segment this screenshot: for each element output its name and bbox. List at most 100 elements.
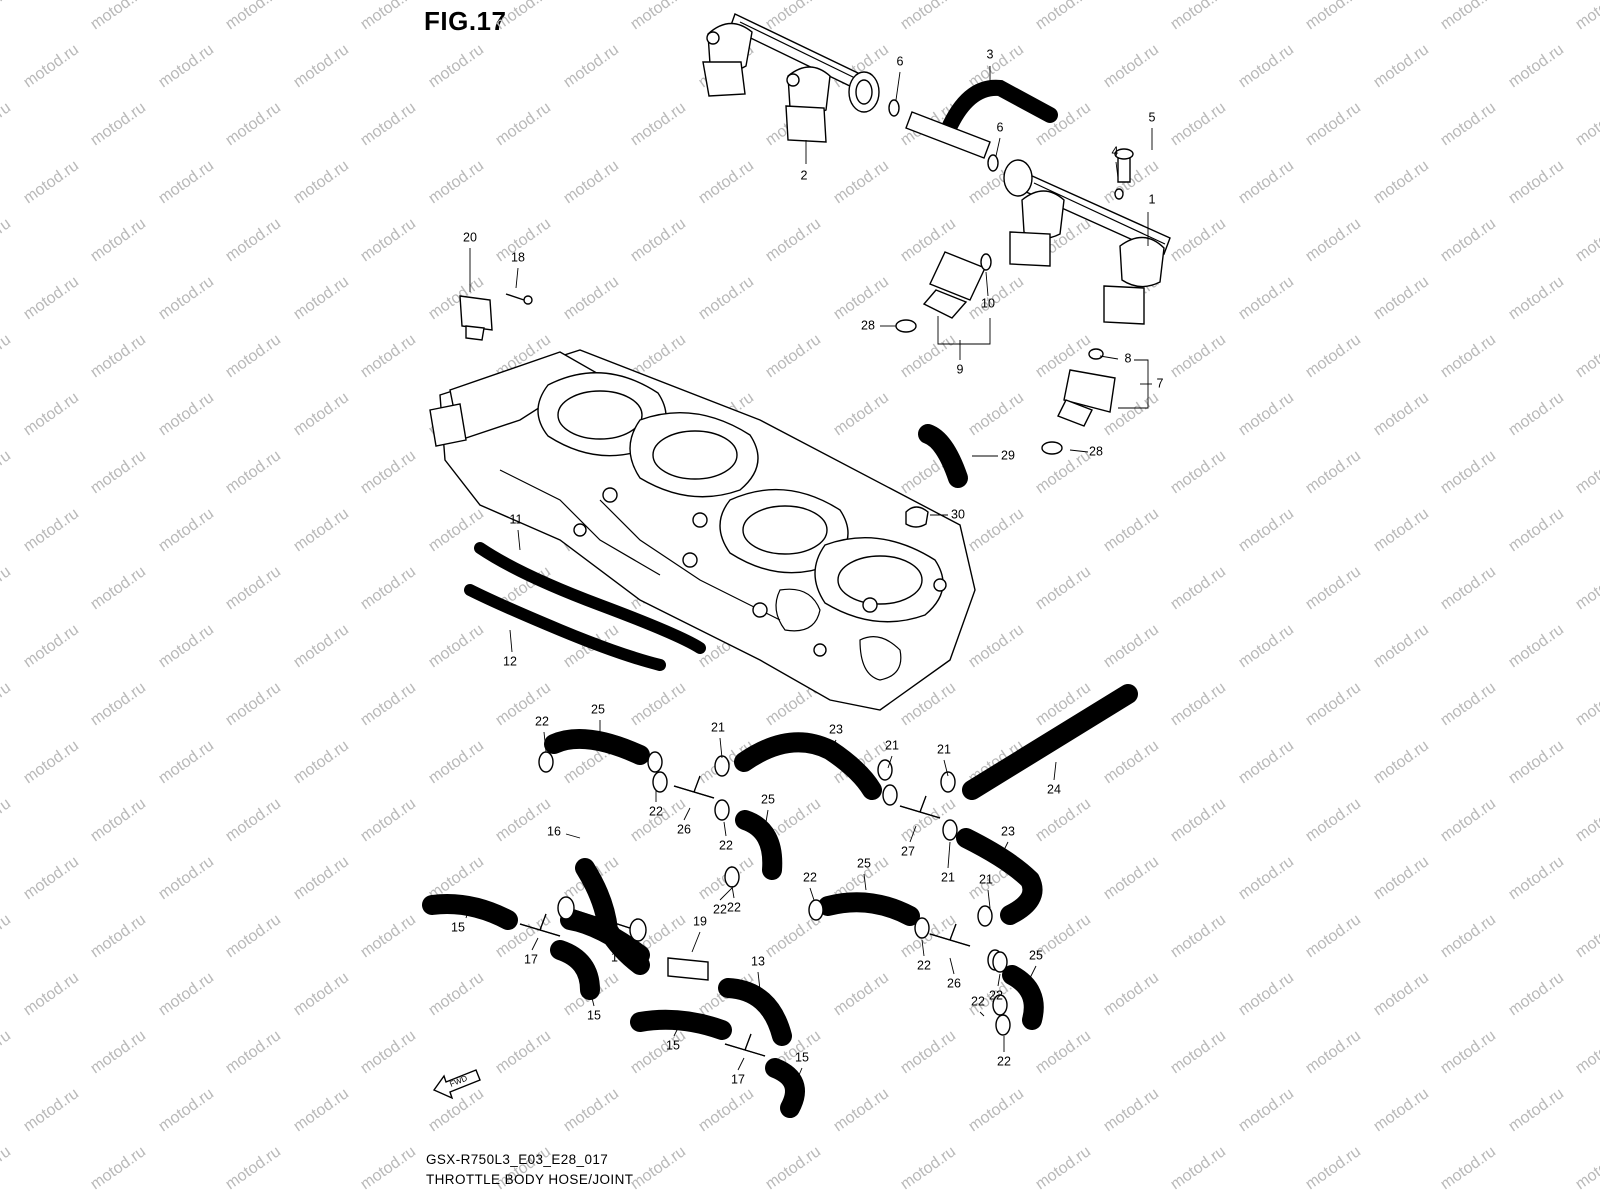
part-callout: 2 [801,168,808,182]
watermark-text: motod.ru [0,911,14,961]
watermark-text: motod.ru [1371,273,1432,323]
callout-leader [999,841,1009,859]
part-callout: 19 [693,914,707,928]
watermark-text: motod.ru [1438,99,1499,149]
hose-fill [552,942,598,998]
hose-clip [992,951,1008,973]
watermark-text: motod.ru [831,1085,892,1135]
hose-fill [632,1011,730,1038]
part-callout: 17 [731,1072,745,1086]
callout-leader [829,739,837,753]
hose-clip [652,771,668,793]
watermark-text: motod.ru [88,99,149,149]
watermark-text: motod.ru [358,447,419,497]
hose-fill [820,894,918,924]
fuel-rail-upper [702,13,880,143]
tee-joint-fill [673,775,715,799]
watermark-text: motod.ru [223,331,284,381]
watermark-text: motod.ru [561,157,622,207]
watermark-text: motod.ru [831,389,892,439]
watermark-text: motod.ru [561,1085,622,1135]
watermark-text: motod.ru [291,157,352,207]
part-callout: 26 [677,822,691,836]
watermark-text: motod.ru [831,969,892,1019]
watermark-text: motod.ru [696,157,757,207]
part-callout: 21 [711,720,725,734]
hose-clip [877,759,893,781]
watermark-text: motod.ru [21,737,82,787]
watermark-text: motod.ru [1506,621,1567,671]
watermark-text: motod.ru [1236,505,1297,555]
watermark-text: motod.ru [1303,679,1364,729]
part-callout: 13 [751,954,765,968]
watermark-text: motod.ru [1506,1085,1567,1135]
watermark-text: motod.ru [1168,215,1229,265]
callout-leader [673,1023,681,1037]
watermark-text: motod.ru [358,0,419,33]
watermark-text: motod.ru [1506,41,1567,91]
callout-leader [1069,449,1089,453]
part-callout: 11 [510,512,523,526]
watermark-text: motod.ru [1303,99,1364,149]
watermark-text: motod.ru [898,0,959,33]
callout-leader [543,731,547,753]
watermark-text: motod.ru [1573,1143,1600,1193]
part-callout: 21 [937,742,951,756]
callout-leader [465,904,471,919]
hose-clip [914,917,930,939]
callout-leader [943,759,949,777]
watermark-text: motod.ru [223,911,284,961]
watermark-text: motod.ru [831,157,892,207]
part-callout: 5 [1149,110,1156,124]
watermark-text: motod.ru [156,1085,217,1135]
watermark-text: motod.ru [1168,679,1229,729]
watermark-text: motod.ru [88,563,149,613]
watermark-text: motod.ru [1101,41,1162,91]
callout-leader [1115,161,1119,179]
part-callout: 15 [451,920,465,934]
watermark-text: motod.ru [1168,331,1229,381]
part-callout: 25 [1029,948,1043,962]
part-callout: 6 [997,120,1004,134]
watermark-text: motod.ru [1573,331,1600,381]
callout-leader [863,873,867,891]
hose-fill [1004,967,1042,1028]
callout-leader [683,807,691,821]
part-callout: 26 [947,976,961,990]
callout-leader [1029,965,1037,979]
watermark-text: motod.ru [156,505,217,555]
watermark-text: motod.ru [156,389,217,439]
watermark-text: motod.ru [1033,0,1094,33]
watermark-text: motod.ru [156,157,217,207]
callout-leader [723,821,727,837]
part-callout: 4 [1112,144,1119,158]
throttle-body [429,349,976,711]
watermark-text: motod.ru [88,447,149,497]
part-callout: 10 [981,296,995,310]
hose-fill [958,830,1041,923]
watermark-text: motod.ru [1438,679,1499,729]
callout-leader [737,1057,745,1071]
watermark-text: motod.ru [21,389,82,439]
watermark-text: motod.ru [1168,795,1229,845]
watermark-text: motod.ru [223,0,284,33]
injector-upper [895,251,992,333]
watermark-text: motod.ru [1101,505,1162,555]
watermark-text: motod.ru [21,157,82,207]
watermark-text: motod.ru [628,1143,689,1193]
watermark-text: motod.ru [1371,969,1432,1019]
callout-leader [765,809,769,823]
part-callout: 21 [979,872,993,886]
watermark-text: motod.ru [1236,157,1297,207]
watermark-text: motod.ru [156,969,217,1019]
watermark-text: motod.ru [223,447,284,497]
figure-caption: THROTTLE BODY HOSE/JOINT [426,1172,634,1187]
watermark-text: motod.ru [88,679,149,729]
watermark-text: motod.ru [21,273,82,323]
injector-lower [1041,348,1116,455]
watermark-text: motod.ru [1438,563,1499,613]
watermark-text: motod.ru [223,1027,284,1077]
hose-fill [720,980,790,1044]
watermark-text: motod.ru [1236,621,1297,671]
part-callout: 22 [719,838,733,852]
